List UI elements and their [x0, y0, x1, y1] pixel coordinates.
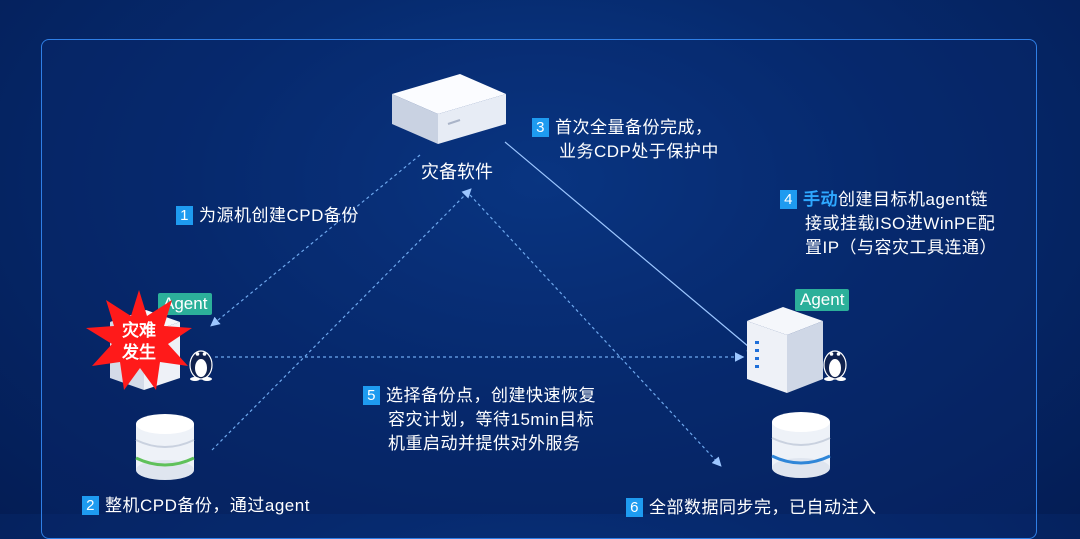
step-4-line-2: 接或挂载ISO进WinPE配	[805, 214, 996, 233]
step-5: 5 选择备份点，创建快速恢复	[363, 384, 596, 408]
disaster-burst-icon	[86, 290, 192, 390]
step-5-line-1: 选择备份点，创建快速恢复	[386, 386, 596, 405]
linux-penguin-icon-right	[823, 350, 847, 381]
step-4-highlight: 手动	[803, 190, 838, 209]
step-2-number: 2	[82, 496, 99, 515]
step-1: 1 为源机创建CPD备份	[176, 204, 359, 228]
line-center-to-target	[504, 141, 757, 354]
center-label: 灾备软件	[421, 162, 493, 182]
step-3-line-1: 首次全量备份完成，	[555, 118, 713, 137]
line-source-disk-to-center	[211, 188, 472, 451]
step-2-text: 整机CPD备份，通过agent	[105, 496, 310, 515]
step-6-text: 全部数据同步完，已自动注入	[649, 498, 877, 517]
left-agent-tag: Agent	[158, 293, 213, 315]
step-3-number: 3	[532, 118, 549, 137]
backup-appliance-icon	[392, 74, 506, 144]
burst-line-2: 发生	[122, 343, 156, 362]
step-6-number: 6	[626, 498, 643, 517]
step-5-line-3: 机重启动并提供对外服务	[388, 434, 581, 453]
step-4-line-3: 置IP（与容灾工具连通）	[805, 238, 998, 257]
connector-lines	[210, 141, 757, 467]
step-3: 3 首次全量备份完成，	[532, 116, 713, 140]
source-storage-icon	[135, 414, 195, 480]
step-4: 4 手动创建目标机agent链	[780, 188, 988, 212]
target-server-icon	[747, 307, 823, 393]
right-agent-tag: Agent	[795, 289, 850, 311]
step-5-number: 5	[363, 386, 380, 405]
step-1-text: 为源机创建CPD备份	[199, 206, 359, 225]
step-4-number: 4	[780, 190, 797, 209]
step-4-line-1: 创建目标机agent链	[838, 190, 989, 209]
step-3-line-2: 业务CDP处于保护中	[559, 142, 719, 161]
step-5-line-2: 容灾计划，等待15min目标	[388, 410, 595, 429]
line-center-to-target-disk	[469, 194, 722, 467]
target-storage-icon	[771, 412, 831, 478]
line-center-to-source	[210, 154, 421, 327]
step-1-number: 1	[176, 206, 193, 225]
step-2: 2 整机CPD备份，通过agent	[82, 494, 310, 518]
step-6: 6 全部数据同步完，已自动注入	[626, 496, 877, 520]
burst-line-1: 灾难	[122, 321, 156, 340]
linux-penguin-icon	[189, 350, 213, 381]
